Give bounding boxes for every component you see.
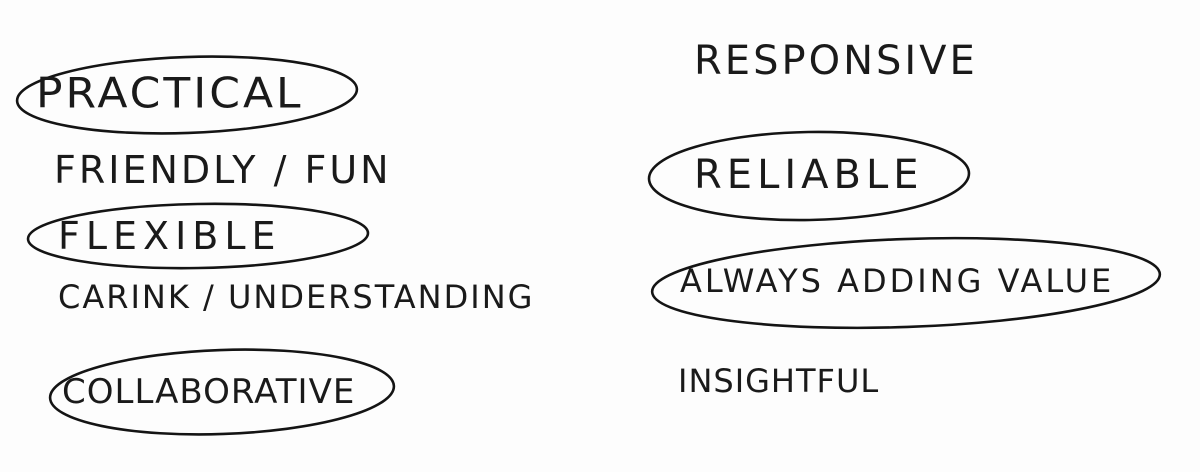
word-friendly-fun: Friendly / Fun (54, 148, 392, 192)
circle-reliable (647, 130, 971, 222)
circle-always-adding-value (650, 236, 1162, 330)
word-caring-understanding: Carink / Understanding (58, 278, 535, 316)
word-always-adding-value: Always Adding Value (680, 262, 1115, 300)
circle-flexible (26, 202, 370, 270)
circle-collaborative (48, 348, 396, 436)
word-reliable: Reliable (694, 152, 924, 198)
circle-practical (15, 55, 359, 135)
word-responsive: Responsive (694, 38, 978, 84)
word-collaborative: Collaborative (62, 372, 356, 412)
word-practical: Practical (36, 69, 304, 118)
word-insightful: Insightful (678, 362, 880, 400)
word-flexible: Flexible (58, 214, 282, 258)
